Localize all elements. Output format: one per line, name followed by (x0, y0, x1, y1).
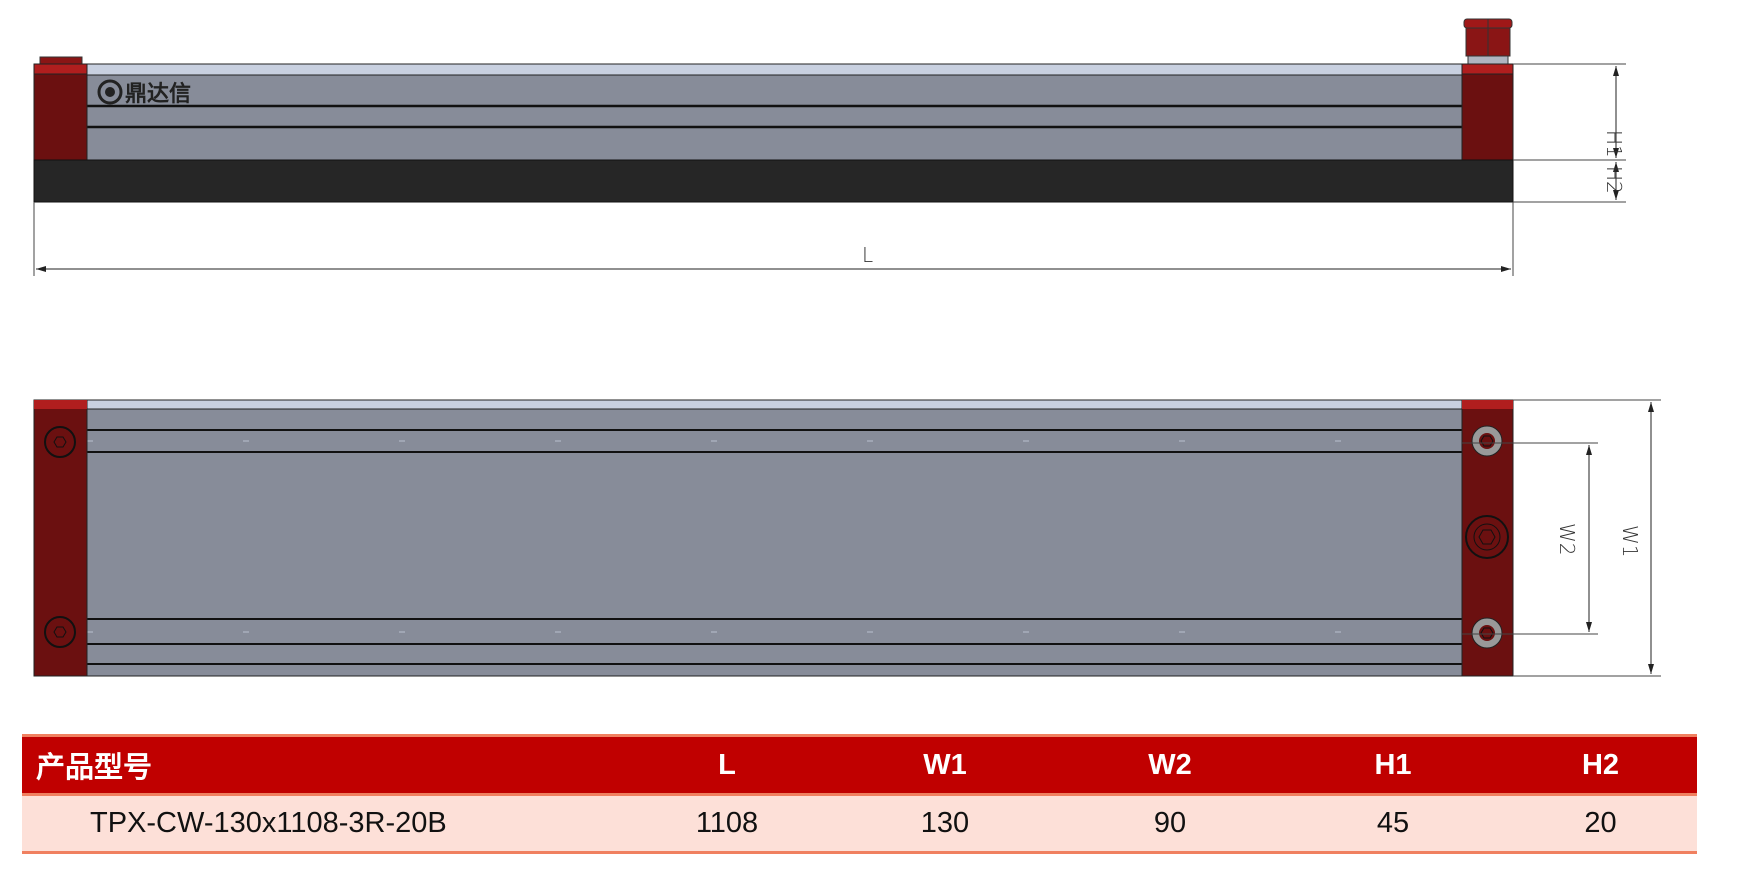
header-W2: W2 (1148, 748, 1192, 781)
brand-logo: 鼎达信 (97, 79, 191, 107)
top-view (33, 399, 1514, 677)
cell-H2: 20 (1584, 807, 1617, 839)
left-end-cap-top (33, 399, 88, 677)
header-H1: H1 (1374, 748, 1412, 781)
spec-table: 产品型号 L W1 W2 H1 H2 TPX-CW-130x1108-3R-20… (22, 734, 1697, 854)
dim-label-W2: W2 (1555, 523, 1579, 556)
screw-icon (1465, 515, 1509, 559)
right-end-cap (1461, 63, 1514, 161)
cell-W1: 130 (920, 807, 970, 839)
dim-label-L: L (862, 243, 873, 267)
dimension-W (1462, 399, 1661, 677)
header-W1: W1 (923, 748, 967, 781)
header-model: 产品型号 (36, 752, 153, 784)
air-connector (1463, 18, 1513, 65)
screw-icon (1471, 617, 1503, 649)
cell-W2: 90 (1153, 807, 1187, 839)
dimension-H (1513, 63, 1626, 203)
table-header-row: 产品型号 L W1 W2 H1 H2 (22, 735, 1697, 795)
cell-H1: 45 (1376, 807, 1410, 839)
screw-icon (1471, 425, 1503, 457)
body-top (86, 399, 1463, 677)
technical-drawing: 鼎达信 L H1 H2 (33, 18, 1661, 677)
base-plate (33, 159, 1514, 203)
dimension-L (33, 202, 1514, 276)
dim-label-H2: H2 (1602, 166, 1626, 194)
header-L: L (718, 748, 736, 781)
left-end-cap (33, 63, 88, 161)
body-profile (86, 63, 1463, 161)
svg-text:鼎达信: 鼎达信 (125, 81, 191, 107)
front-view: 鼎达信 (33, 18, 1514, 203)
table-row: TPX-CW-130x1108-3R-20B 1108 130 90 45 20 (22, 794, 1697, 853)
screw-icon (44, 616, 76, 648)
cell-model: TPX-CW-130x1108-3R-20B (90, 807, 447, 839)
header-H2: H2 (1581, 748, 1620, 781)
cell-L: 1108 (695, 807, 759, 839)
screw-icon (44, 426, 76, 458)
dim-label-H1: H1 (1602, 130, 1626, 158)
dim-label-W1: W1 (1618, 525, 1642, 558)
